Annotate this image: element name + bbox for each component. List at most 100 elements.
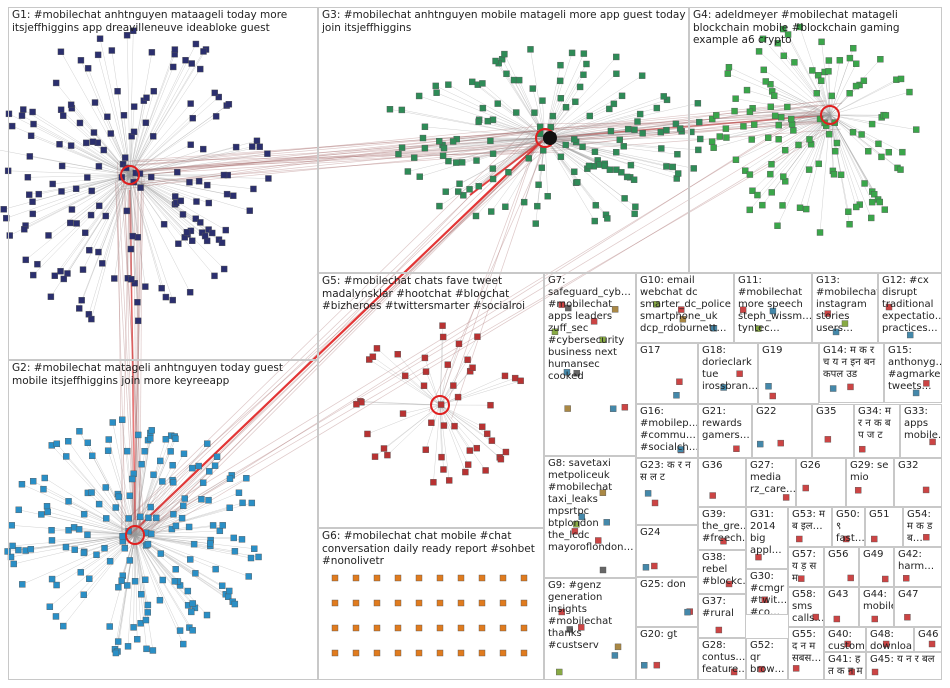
g2-node: [77, 569, 84, 576]
edge: [38, 174, 131, 195]
g4-node: [771, 92, 778, 99]
cross-edge: [131, 145, 535, 171]
g4-node: [805, 166, 813, 173]
g1-node: [177, 197, 185, 205]
g3-node: [492, 57, 499, 65]
edge: [23, 109, 131, 176]
edge: [809, 114, 831, 140]
g1-node: [182, 56, 189, 64]
g2-node: [80, 510, 88, 518]
edge: [121, 419, 136, 536]
g1-node: [200, 145, 207, 153]
group-label-g57: G57: य ड़ स म: [792, 549, 817, 584]
group-box-g31: G31: 2014 big appl…: [746, 507, 788, 569]
g4-node: [913, 126, 920, 133]
g3-node: [395, 150, 402, 158]
edge: [829, 114, 854, 133]
g1-node: [78, 297, 85, 304]
g3-node: [539, 97, 546, 104]
edge: [68, 501, 136, 536]
edge: [829, 114, 873, 192]
g1-node: [111, 275, 118, 282]
edge: [544, 137, 595, 222]
cross-edge: [116, 119, 836, 173]
group-label-g32: G32: [898, 460, 919, 471]
g2-node: [213, 453, 221, 460]
cross-edge: [137, 152, 533, 534]
g1-node: [64, 270, 71, 277]
g3-node: [475, 118, 482, 125]
g1-node: [68, 206, 76, 213]
g4-node: [722, 125, 730, 132]
edge: [763, 69, 831, 116]
edge: [129, 136, 154, 176]
g1-node: [230, 192, 237, 199]
g4-node: [816, 229, 824, 236]
g1-node: [56, 141, 63, 148]
edge: [129, 43, 197, 176]
group-box-g18: G18: dorieclark tue irossbran…: [698, 343, 758, 404]
edge: [62, 165, 131, 176]
group-box-g7: G7: safeguard_cyb… #mobilechat apps lead…: [544, 273, 636, 456]
g4-node: [780, 173, 787, 180]
group-box-g2: G2: #mobilechat matageli anhtnguyen toda…: [8, 360, 318, 680]
edge: [129, 117, 193, 176]
g6-node: [373, 624, 381, 632]
g5-node: [445, 477, 453, 484]
g2-node: [149, 647, 157, 654]
group-label-g36: G36: [702, 460, 723, 471]
g2-node: [159, 576, 166, 584]
edge: [477, 84, 546, 139]
g2-node: [40, 485, 47, 493]
g2-node: [4, 548, 11, 555]
g2-node: [114, 638, 122, 645]
hub-nodes-layer: [120, 105, 840, 545]
g1-node: [47, 293, 55, 300]
edge: [134, 465, 216, 536]
g1-node: [58, 188, 65, 195]
g1-node: [175, 240, 182, 247]
g2-node: [88, 489, 95, 496]
edge: [829, 114, 857, 208]
edge: [361, 402, 441, 406]
edge: [134, 534, 235, 552]
small-group-node: [871, 535, 878, 543]
g2-node: [226, 504, 233, 512]
g3-node: [439, 152, 447, 159]
g1-node: [187, 100, 194, 107]
edge: [91, 174, 131, 320]
g3-node: [455, 188, 462, 195]
edge: [829, 93, 850, 116]
small-group-node: [578, 624, 585, 631]
edge: [792, 114, 831, 125]
g3-node: [601, 162, 609, 170]
g6-node: [331, 599, 339, 607]
g5-node: [450, 382, 457, 389]
g3-node: [663, 126, 670, 134]
edge: [439, 404, 450, 481]
g2-node: [80, 591, 87, 598]
g2-node: [112, 504, 119, 511]
g2-node: [181, 495, 188, 502]
edge: [439, 404, 466, 473]
g4-node: [780, 25, 787, 33]
edge: [134, 482, 174, 536]
g2-node: [71, 546, 78, 553]
g5-node: [439, 333, 447, 341]
small-group-node: [677, 446, 684, 453]
small-group-node: [904, 613, 911, 621]
group-box-g3: G3: #mobilechat anhtnguyen mobile matage…: [318, 7, 689, 273]
group-box-g54: G54: म क ड ब…: [903, 507, 942, 547]
edge: [32, 111, 131, 176]
edge: [134, 534, 216, 570]
g5-node: [371, 453, 379, 460]
g1-node: [60, 275, 68, 283]
edge: [544, 113, 641, 139]
edge: [829, 114, 879, 200]
g4-node: [746, 171, 754, 178]
g5-node: [517, 377, 524, 385]
g4-node: [852, 82, 860, 90]
g4-node: [710, 144, 717, 151]
cross-edge: [440, 129, 541, 399]
group-label-g25: G25: don: [640, 579, 686, 590]
